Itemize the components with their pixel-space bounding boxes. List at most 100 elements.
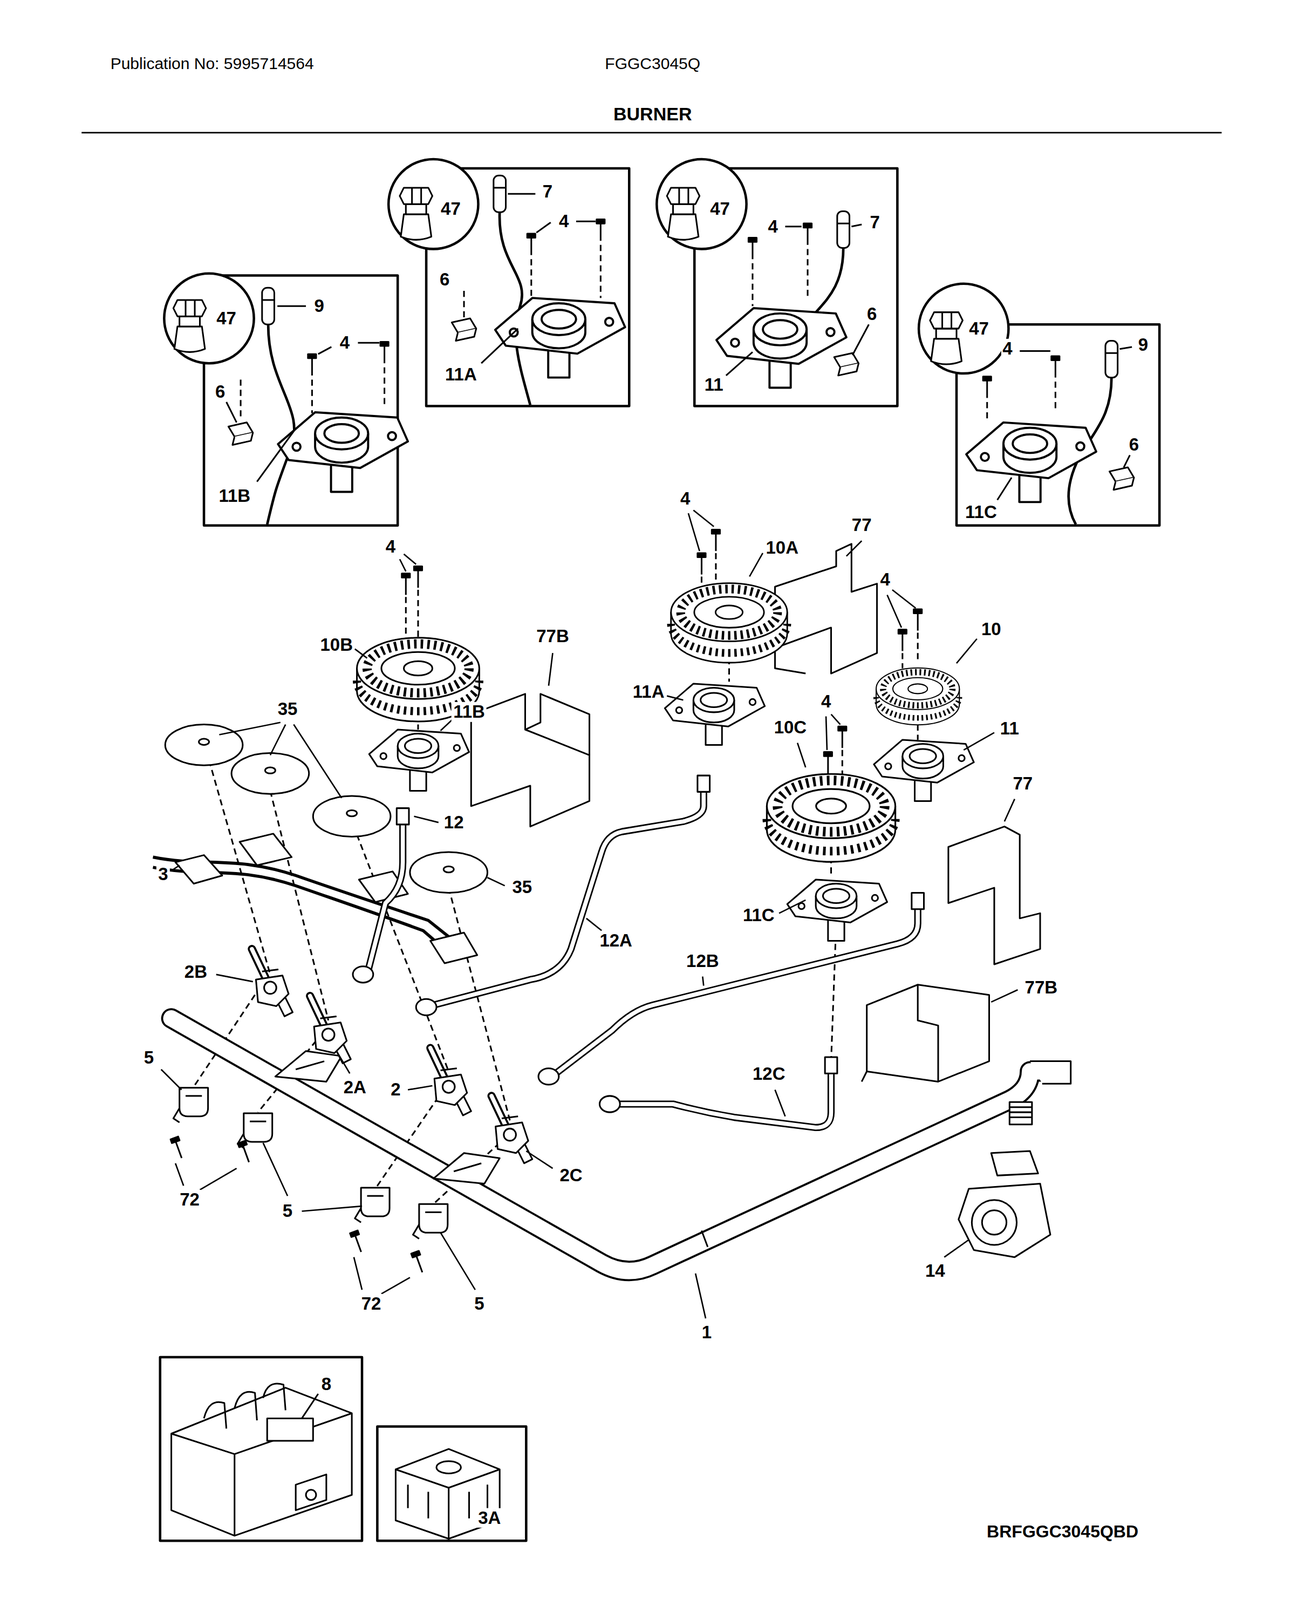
main-assembly-part xyxy=(396,808,409,825)
component-insets-part xyxy=(407,1484,488,1518)
callout-number: 4 xyxy=(338,332,352,353)
callout-number: 47 xyxy=(214,308,238,329)
main-assembly-part-part xyxy=(956,638,978,664)
component-insets-part xyxy=(295,1473,327,1510)
callout-number: 6 xyxy=(865,304,879,324)
main-assembly-part-part xyxy=(892,589,916,609)
main-assembly-part xyxy=(971,1199,1017,1245)
inset-views-part xyxy=(751,263,754,306)
main-assembly-part-part xyxy=(695,1273,706,1318)
callout-number: 77 xyxy=(850,515,874,535)
main-assembly-part xyxy=(237,1140,254,1164)
callout-number: 72 xyxy=(178,1189,202,1209)
inset-views-part xyxy=(1051,356,1060,378)
callout-number: 77B xyxy=(534,626,571,646)
callout-number: 4 xyxy=(678,488,692,509)
inset-views-part xyxy=(203,275,398,526)
inset-views-part xyxy=(383,367,386,409)
callout-number: 11A xyxy=(443,364,479,385)
inset-views-part xyxy=(426,168,630,407)
main-assembly-part xyxy=(411,1250,427,1274)
main-assembly-part xyxy=(415,998,437,1015)
callout-number: 2B xyxy=(182,961,209,982)
main-assembly-part xyxy=(453,1163,482,1172)
inset-views-part xyxy=(982,376,992,399)
inset-views-part xyxy=(1119,346,1132,350)
callout-number: 12 xyxy=(442,811,466,832)
main-assembly-part-part xyxy=(270,724,286,756)
main-assembly-part xyxy=(310,995,352,1064)
inset-views-part xyxy=(495,297,626,378)
callout-number: 7 xyxy=(868,212,882,232)
callout-number: 47 xyxy=(708,199,732,219)
main-assembly-part-part xyxy=(175,1163,184,1186)
callout-number: 9 xyxy=(1136,335,1150,355)
component-insets-part xyxy=(160,1356,362,1541)
inset-views-part xyxy=(277,305,306,307)
main-assembly-part xyxy=(173,1087,208,1123)
inset-views-part xyxy=(851,224,862,227)
inset-views-part xyxy=(164,273,254,364)
inset-views-part xyxy=(834,352,859,376)
inset-views-part xyxy=(463,290,466,319)
main-assembly-part xyxy=(369,729,469,791)
callout-number: 10B xyxy=(318,634,355,654)
callout-number: 35 xyxy=(510,877,534,897)
main-assembly-part xyxy=(766,773,896,862)
main-assembly-part xyxy=(312,795,391,837)
main-assembly-part-part xyxy=(399,558,406,572)
main-assembly-part xyxy=(170,1136,186,1159)
callout-number: 4 xyxy=(819,691,833,712)
main-assembly-part xyxy=(823,752,832,774)
callout-number: 35 xyxy=(276,699,300,719)
main-assembly xyxy=(153,509,1071,1318)
main-assembly-part xyxy=(671,583,788,663)
component-insets-part xyxy=(171,1387,353,1536)
inset-views-part xyxy=(726,351,753,375)
callout-number: 6 xyxy=(1127,434,1141,455)
callout-number: 7 xyxy=(541,181,555,202)
inset-views-part xyxy=(311,379,313,413)
main-assembly-part xyxy=(413,1203,448,1239)
component-insets-part xyxy=(305,1489,317,1500)
callout-number: 47 xyxy=(967,318,991,338)
inset-views-part xyxy=(666,187,700,240)
callout-number: 5 xyxy=(472,1293,486,1314)
inset-views-part xyxy=(784,225,802,228)
main-assembly-part xyxy=(1029,1061,1071,1084)
main-assembly-part xyxy=(491,1095,533,1164)
callout-number: 10A xyxy=(764,537,801,558)
callout-number: 11 xyxy=(998,718,1021,738)
main-assembly-part-part xyxy=(263,1142,288,1196)
callout-number: 12B xyxy=(684,950,721,971)
main-assembly-part-part xyxy=(405,596,407,643)
inset-views-part xyxy=(357,342,380,344)
inset-views-part xyxy=(1054,381,1057,408)
main-assembly-part xyxy=(239,833,292,866)
main-assembly-part-part xyxy=(1004,798,1015,822)
inset-views-part xyxy=(380,341,389,364)
callout-number: 10 xyxy=(979,619,1003,639)
main-assembly-part-part xyxy=(901,652,904,668)
main-assembly-part-part xyxy=(749,552,763,577)
component-insets-part xyxy=(171,1412,353,1536)
main-assembly-part xyxy=(251,948,293,1017)
inset-views-part xyxy=(388,159,478,249)
inset-views-part xyxy=(173,299,206,352)
callout-number: 2A xyxy=(342,1077,368,1097)
main-assembly-part xyxy=(697,775,710,792)
main-assembly-part xyxy=(838,726,847,748)
callout-number: 2C xyxy=(557,1164,584,1185)
callout-number: 77B xyxy=(1023,977,1060,997)
inset-views-part xyxy=(716,308,847,388)
main-assembly-part xyxy=(354,1187,390,1222)
callout-number: 9 xyxy=(312,296,326,316)
inset-views-part xyxy=(576,220,596,223)
inset-views xyxy=(164,159,1160,526)
callout-number: 47 xyxy=(439,199,463,219)
main-assembly-part-part xyxy=(846,540,862,556)
main-assembly-part-part xyxy=(825,715,828,750)
main-assembly-part xyxy=(430,932,478,963)
inset-views-part xyxy=(1105,340,1118,378)
main-assembly-part xyxy=(664,683,765,745)
